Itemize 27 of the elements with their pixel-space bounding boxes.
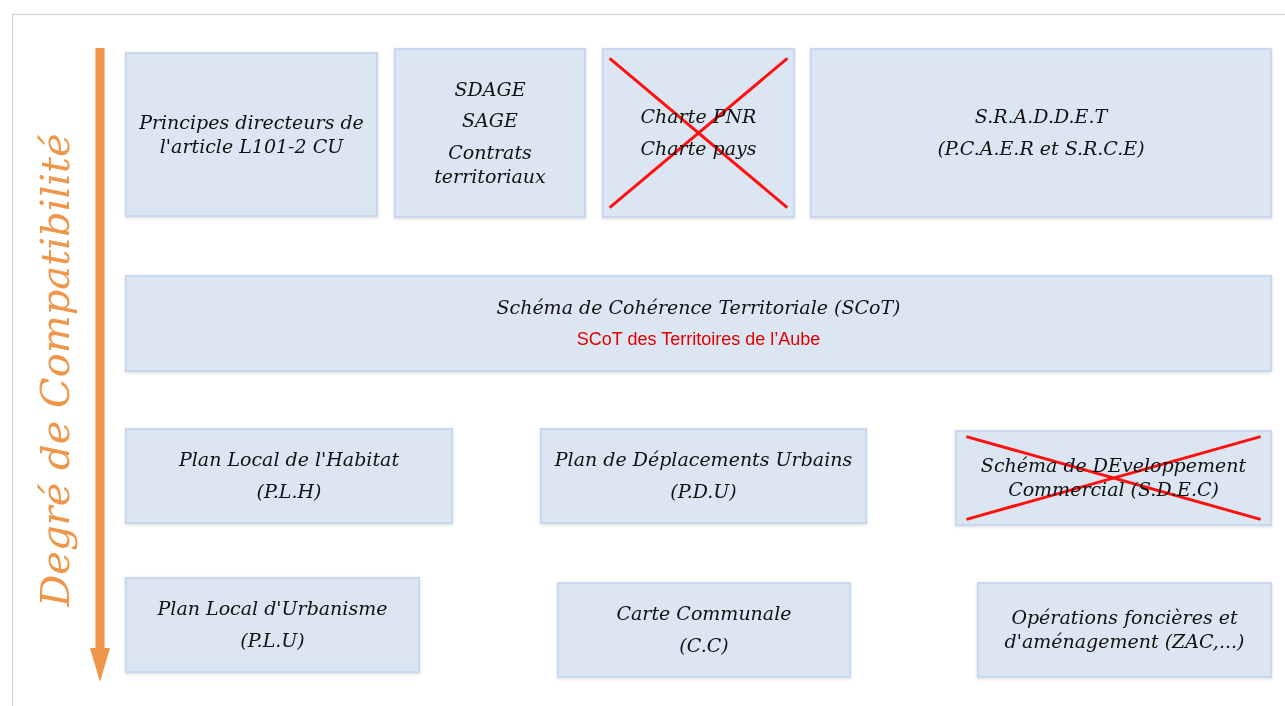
plan-box: [125, 52, 378, 217]
axis-label: Degré de Compatibilité: [31, 133, 79, 607]
box-text: (P.L.U): [240, 629, 305, 653]
box-text: S.R.A.D.D.E.T: [974, 105, 1108, 129]
box-text: Schéma de Cohérence Territoriale (SCoT): [496, 296, 901, 321]
box-text: (P.C.A.E.R et S.R.C.E): [937, 137, 1145, 161]
box-text: (P.L.H): [256, 480, 322, 504]
box-text: Plan Local de l'Habitat: [178, 448, 400, 472]
plan-box: [557, 582, 851, 678]
box-text: Carte Communale: [616, 602, 792, 626]
plan-box: [394, 48, 586, 218]
box-text: (C.C): [679, 634, 729, 658]
note-text: SCoT des Territoires de l’Aube: [576, 328, 821, 351]
plan-box: [125, 428, 453, 524]
box-text: SAGE: [462, 109, 518, 133]
plan-box: [540, 428, 867, 524]
plan-box: [977, 582, 1272, 678]
box-text: Contrats territoriaux: [433, 141, 547, 189]
box-text: SDAGE: [454, 77, 526, 102]
box-text: Plan de Déplacements Urbains: [554, 448, 853, 472]
plan-box: [125, 577, 420, 673]
box-text: (P.D.U): [670, 480, 737, 504]
plan-box: [125, 275, 1272, 372]
box-text: Opérations foncières et d'aménagement (ZAC,...): [1003, 606, 1246, 654]
plan-box: [810, 48, 1272, 218]
box-text: Plan Local d'Urbanisme: [157, 597, 388, 621]
box-text: Principes directeurs de l'article L101-2 CU: [139, 110, 364, 159]
